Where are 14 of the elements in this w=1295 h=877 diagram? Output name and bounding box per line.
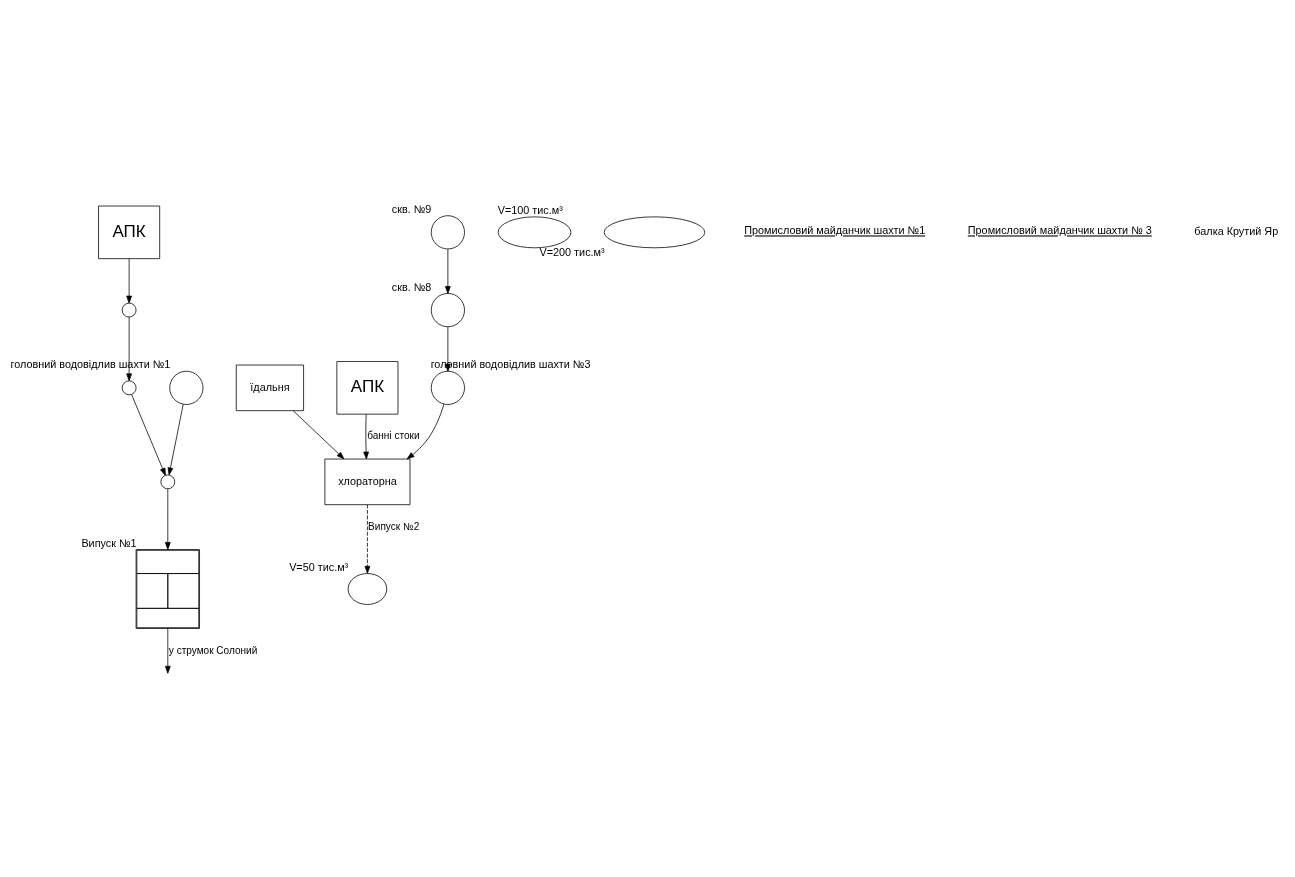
node-label: V=50 тис.м³ — [289, 560, 349, 573]
node-label: скв. №9 — [391, 202, 432, 215]
edge-label: Випуск №2 — [368, 520, 420, 532]
edge-label: банні стоки — [367, 429, 420, 441]
edge-label: у струмок Солоний — [168, 644, 258, 656]
label: Промисловий майданчик шахти №1 — [744, 223, 926, 236]
label: балка Крутий Яр — [1194, 224, 1279, 237]
label: Промисловий майданчик шахти № 3 — [967, 223, 1152, 236]
node-label: V=100 тис.м³ — [497, 203, 563, 216]
node-label: скв. №8 — [391, 280, 432, 293]
node-label: Випуск №1 — [81, 536, 137, 549]
node-label: V=200 тис.м³ — [539, 245, 605, 258]
node-label: головний водовідлив шахти №3 — [430, 357, 591, 370]
node-label: головний водовідлив шахти №1 — [10, 357, 171, 370]
